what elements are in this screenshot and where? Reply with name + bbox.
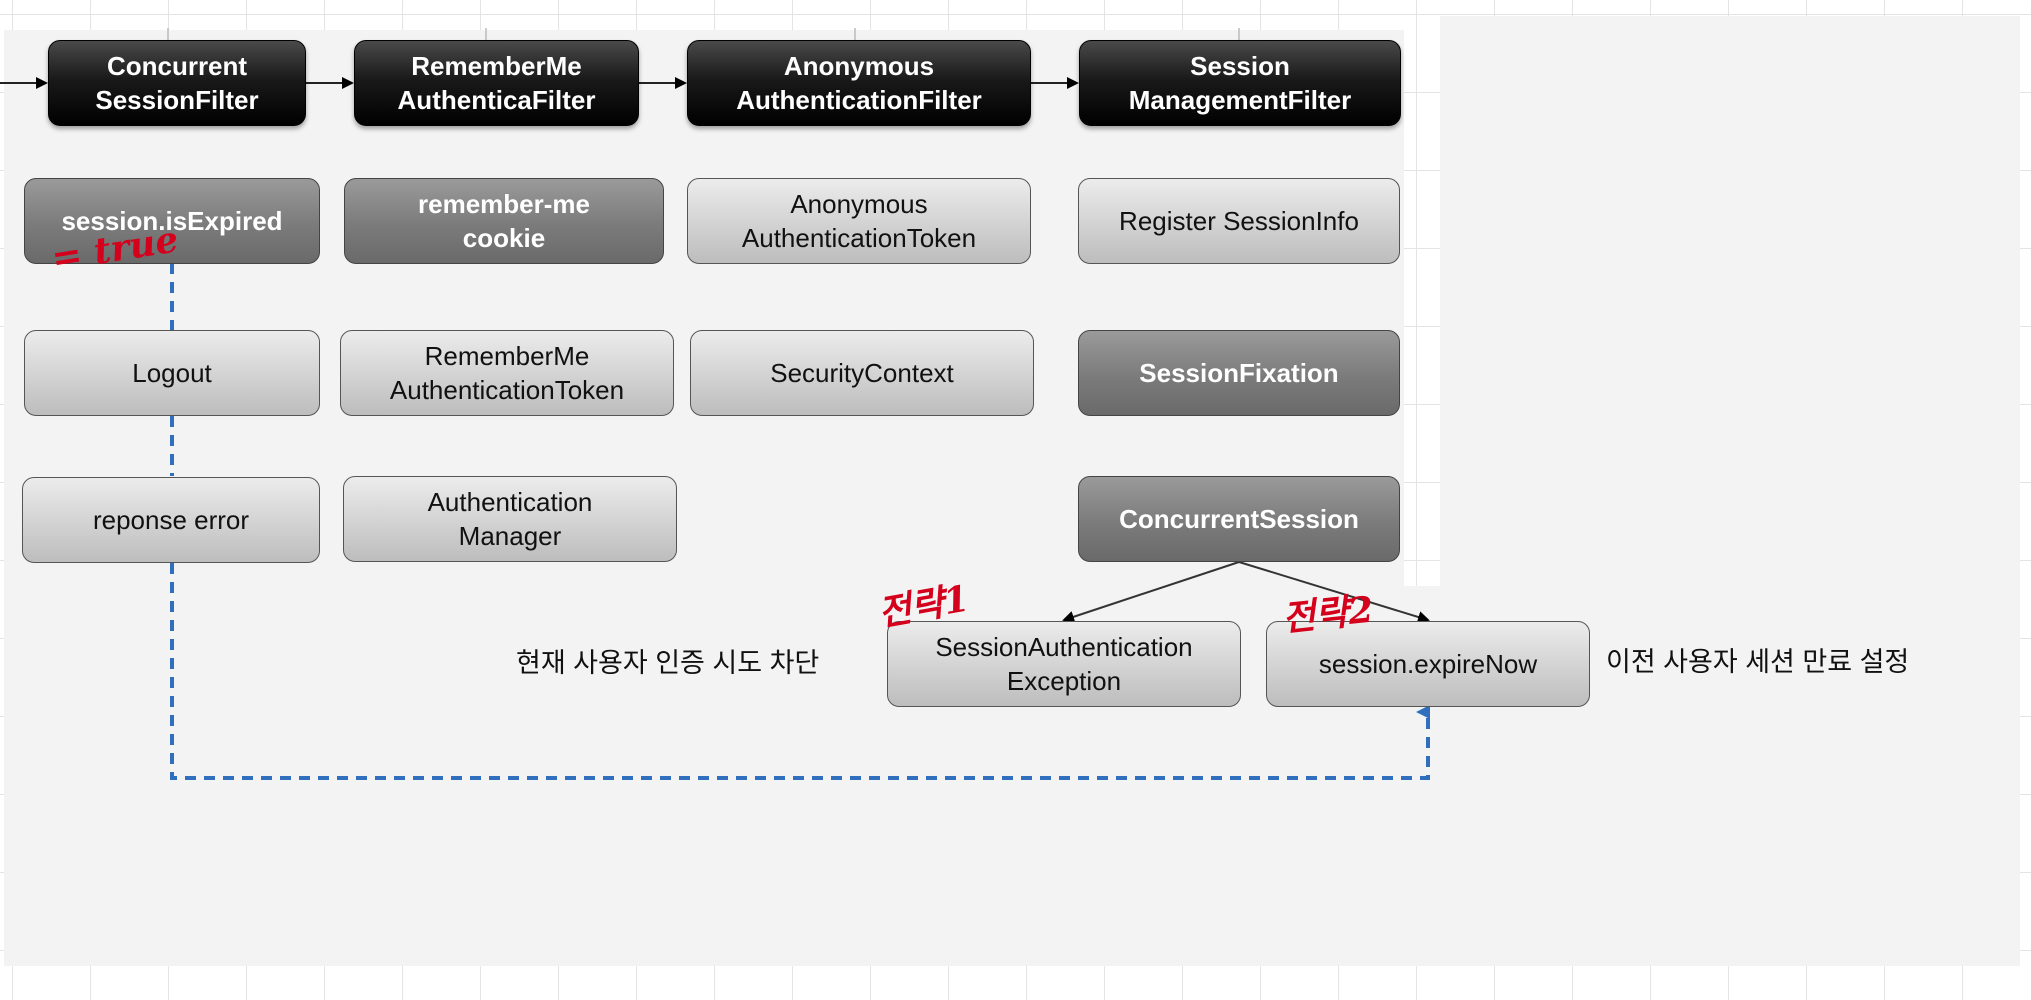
rememberme-authentication-token-box: RememberMe AuthenticationToken — [340, 330, 674, 416]
logout-box: Logout — [24, 330, 320, 416]
rememberme-authentication-filter: RememberMe AuthenticaFilter — [354, 40, 639, 126]
concurrent-session-box: ConcurrentSession — [1078, 476, 1400, 562]
concurrent-session-filter: Concurrent SessionFilter — [48, 40, 306, 126]
session-authentication-exception-box: SessionAuthentication Exception — [887, 621, 1241, 707]
handwritten-strategy2-annotation: 전략2 — [1280, 588, 1376, 640]
branch-arrow-expire — [1238, 561, 1430, 623]
anonymous-authentication-token-box: Anonymous AuthenticationToken — [687, 178, 1031, 264]
session-management-filter: Session ManagementFilter — [1079, 40, 1401, 126]
session-fixation-box: SessionFixation — [1078, 330, 1400, 416]
security-context-box: SecurityContext — [690, 330, 1034, 416]
session-expire-now-box: session.expireNow — [1266, 621, 1590, 707]
session-is-expired-box: session.isExpired — [24, 178, 320, 264]
top-ticks — [167, 28, 1240, 40]
register-session-info-box: Register SessionInfo — [1078, 178, 1400, 264]
response-error-box: reponse error — [22, 477, 320, 563]
authentication-manager-box: Authentication Manager — [343, 476, 677, 562]
expired-flow-dashed-line — [170, 263, 1428, 780]
diagram-canvas-extension — [1440, 16, 2020, 586]
branch-arrow-exception — [1062, 561, 1240, 623]
block-current-user-note: 현재 사용자 인증 시도 차단 — [516, 648, 820, 678]
expire-previous-session-note: 이전 사용자 세션 만료 설정 — [1606, 647, 1910, 677]
anonymous-authentication-filter: Anonymous AuthenticationFilter — [687, 40, 1031, 126]
remember-me-cookie-box: remember-me cookie — [344, 178, 664, 264]
